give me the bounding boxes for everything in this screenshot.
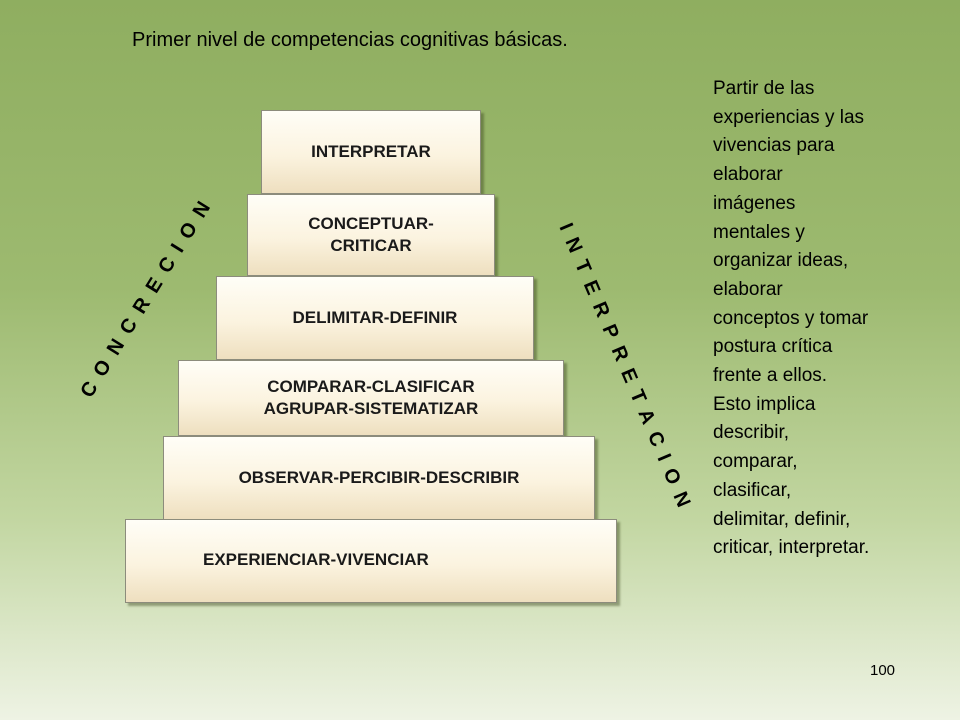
pyramid-step-experienciar-vivenciar: EXPERIENCIAR-VIVENCIAR [125,519,617,603]
description-text: Partir de las experiencias y las vivenci… [713,78,870,559]
pyramid-step-label: COMPARAR-CLASIFICAR AGRUPAR-SISTEMATIZAR [263,377,479,418]
pyramid-step-comparar-clasificar: COMPARAR-CLASIFICAR AGRUPAR-SISTEMATIZAR [178,360,564,436]
pyramid-step-label: EXPERIENCIAR-VIVENCIAR [203,550,429,570]
pyramid-step-label: OBSERVAR-PERCIBIR-DESCRIBIR [238,468,520,488]
interpretacion-label: INTERPRETACION [554,219,699,520]
pyramid-step-delimitar-definir: DELIMITAR-DEFINIR [216,276,534,360]
page-number: 100 [870,662,896,679]
pyramid-step-label: CONCEPTUAR- CRITICAR [308,214,434,255]
pyramid-step-conceptuar-criticar: CONCEPTUAR- CRITICAR [247,194,495,276]
slide-title: Primer nivel de competencias cognitivas … [132,29,568,51]
pyramid-step-label: DELIMITAR-DEFINIR [292,308,458,328]
pyramid-step-interpretar: INTERPRETAR [261,110,481,194]
pyramid-step-observar-percibir: OBSERVAR-PERCIBIR-DESCRIBIR [163,436,595,520]
pyramid-step-label: INTERPRETAR [311,142,431,162]
